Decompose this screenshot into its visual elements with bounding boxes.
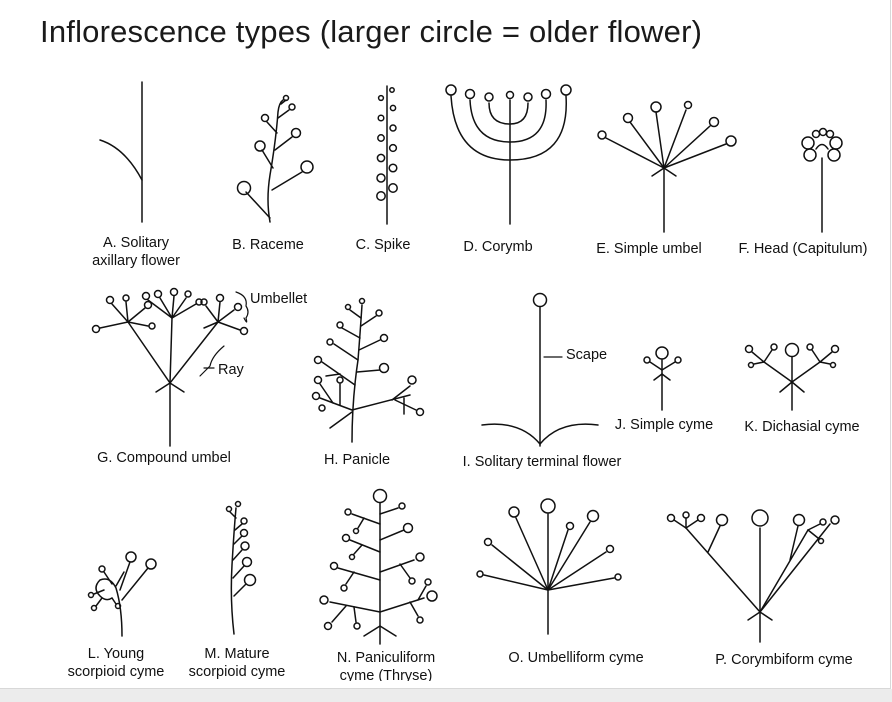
label-l-young-scorpioid: L. Young scorpioid cyme bbox=[60, 645, 172, 681]
label-a-line-2: axillary flower bbox=[92, 253, 180, 269]
label-m-line-2: scorpioid cyme bbox=[188, 664, 286, 680]
label-m-mature-scorpioid: M. Mature scorpioid cyme bbox=[180, 645, 294, 681]
label-h-panicle: H. Panicle bbox=[323, 452, 391, 468]
annotation-ray: Ray bbox=[218, 362, 244, 378]
label-l-line-1: L. Young bbox=[87, 646, 145, 662]
figure-a-solitary-axillary bbox=[99, 81, 143, 223]
figure-p-corymbiform-cyme bbox=[666, 509, 840, 643]
figure-f-head-capitulum bbox=[801, 127, 843, 233]
figure-g-compound-umbel bbox=[91, 287, 249, 447]
figure-b-raceme bbox=[236, 94, 314, 223]
label-g-compound-umbel: G. Compound umbel bbox=[97, 450, 231, 466]
figure-m-mature-scorpioid bbox=[225, 500, 257, 635]
figure-j-simple-cyme bbox=[643, 346, 682, 411]
page-title: Inflorescence types (larger circle = old… bbox=[40, 14, 703, 49]
figure-c-spike bbox=[376, 85, 398, 225]
figure-k-dichasial-cyme bbox=[744, 342, 840, 411]
label-b-raceme: B. Raceme bbox=[232, 237, 304, 253]
figure-d-corymb bbox=[445, 84, 572, 225]
figure-n-paniculiform-cyme bbox=[319, 488, 438, 645]
label-i-solitary-terminal: I. Solitary terminal flower bbox=[462, 454, 622, 470]
figure-o-umbelliform-cyme bbox=[476, 498, 622, 635]
bottom-band bbox=[0, 689, 892, 702]
annotation-umbellet: Umbellet bbox=[250, 291, 308, 307]
label-o-umbelliform-cyme: O. Umbelliform cyme bbox=[508, 650, 644, 666]
figure-i-solitary-terminal bbox=[481, 292, 599, 447]
label-a-line-1: A. Solitary bbox=[102, 235, 170, 251]
label-a-solitary-axillary: A. Solitary axillary flower bbox=[84, 234, 188, 270]
label-n-line-1: N. Paniculiform bbox=[336, 650, 436, 666]
label-d-corymb: D. Corymb bbox=[463, 239, 533, 255]
label-c-spike: C. Spike bbox=[355, 237, 411, 253]
figure-e-simple-umbel bbox=[597, 100, 737, 233]
figure-h-panicle bbox=[311, 297, 425, 443]
label-m-line-1: M. Mature bbox=[204, 646, 270, 662]
label-k-dichasial-cyme: K. Dichasial cyme bbox=[744, 419, 860, 435]
label-j-simple-cyme: J. Simple cyme bbox=[614, 417, 714, 433]
label-e-simple-umbel: E. Simple umbel bbox=[596, 241, 702, 257]
label-f-head-capitulum: F. Head (Capitulum) bbox=[738, 241, 868, 257]
label-l-line-2: scorpioid cyme bbox=[67, 664, 165, 680]
label-n-paniculiform-cyme: N. Paniculiform cyme (Thryse) bbox=[328, 649, 444, 681]
annotation-scape: Scape bbox=[566, 347, 608, 363]
label-p-corymbiform-cyme: P. Corymbiform cyme bbox=[715, 652, 853, 668]
label-n-line-2: cyme (Thryse) bbox=[339, 668, 433, 681]
figure-l-young-scorpioid bbox=[87, 551, 157, 637]
